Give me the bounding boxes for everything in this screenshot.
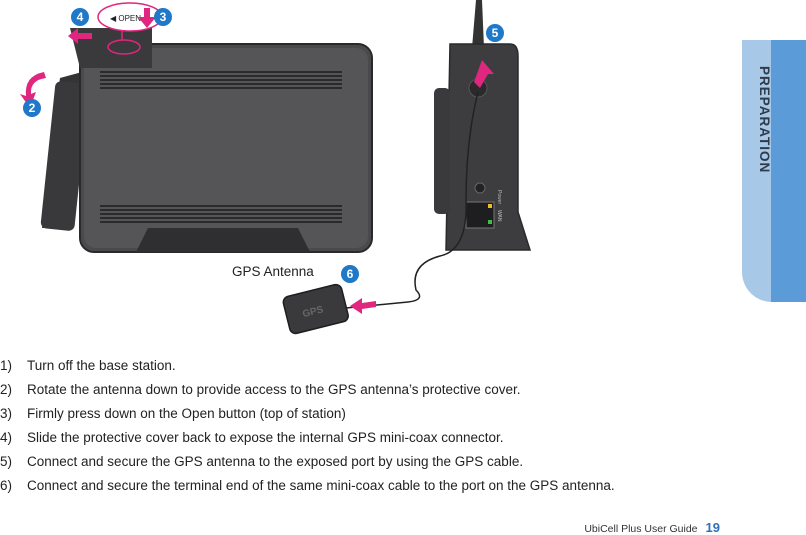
callout-numbers (23, 8, 504, 283)
step-text: Turn off the base station. (27, 358, 176, 373)
step-item: 5) Connect and secure the GPS antenna to … (0, 450, 730, 474)
svg-text:6: 6 (347, 267, 354, 281)
step-item: 4) Slide the protective cover back to exp… (0, 426, 730, 450)
step-item: 2) Rotate the antenna down to provide acc… (0, 378, 730, 402)
page-number: 19 (705, 520, 720, 535)
svg-text:◀ OPEN: ◀ OPEN (110, 14, 141, 23)
slide-arrow (68, 28, 92, 44)
svg-text:3: 3 (160, 10, 167, 24)
step-text: Slide the protective cover back to expos… (27, 430, 504, 445)
connect-arrow (474, 60, 494, 88)
svg-text:5: 5 (492, 26, 499, 40)
step-number: 3) (0, 406, 13, 421)
gps-cable (345, 91, 479, 309)
svg-text:GPS: GPS (301, 304, 324, 320)
step-item: 3) Firmly press down on the Open button (… (0, 402, 730, 426)
instruction-steps: 1) Turn off the base station. 2) Rotate th… (0, 354, 730, 498)
base-station-side: Power WAN (434, 0, 532, 251)
step-item: 6) Connect and secure the terminal end of… (0, 474, 730, 498)
guide-title: UbiCell Plus User Guide (584, 523, 698, 535)
svg-text:2: 2 (29, 101, 36, 115)
rotate-arrow (20, 72, 46, 108)
step-number: 1) (0, 358, 13, 373)
svg-text:WAN: WAN (496, 210, 502, 222)
step-number: 5) (0, 454, 13, 469)
open-button-callout: ◀ OPEN (97, 2, 163, 55)
svg-text:4: 4 (77, 10, 84, 24)
gps-antenna-label: GPS Antenna (232, 264, 314, 279)
section-tab-label: PREPARATION (757, 66, 772, 174)
step-number: 2) (0, 382, 13, 397)
step-text: Rotate the antenna down to provide acces… (27, 382, 521, 397)
step-number: 4) (0, 430, 13, 445)
gps-connect-arrow (350, 298, 376, 314)
section-tab: PREPARATION (742, 40, 806, 302)
step-text: Connect and secure the terminal end of t… (27, 478, 615, 493)
step-text: Firmly press down on the Open button (to… (27, 406, 346, 421)
step-text: Connect and secure the GPS antenna to th… (27, 454, 524, 469)
gps-antenna-box: GPS (282, 283, 349, 335)
base-station-front (40, 28, 373, 253)
svg-text:Power: Power (496, 190, 502, 205)
page-footer: UbiCell Plus User Guide 19 (584, 520, 720, 535)
step-number: 6) (0, 478, 13, 493)
step-item: 1) Turn off the base station. (0, 354, 730, 378)
section-tab-dark (771, 40, 806, 302)
device-illustration: ◀ OPEN 4 3 2 5 6 Power WAN (20, 0, 532, 335)
